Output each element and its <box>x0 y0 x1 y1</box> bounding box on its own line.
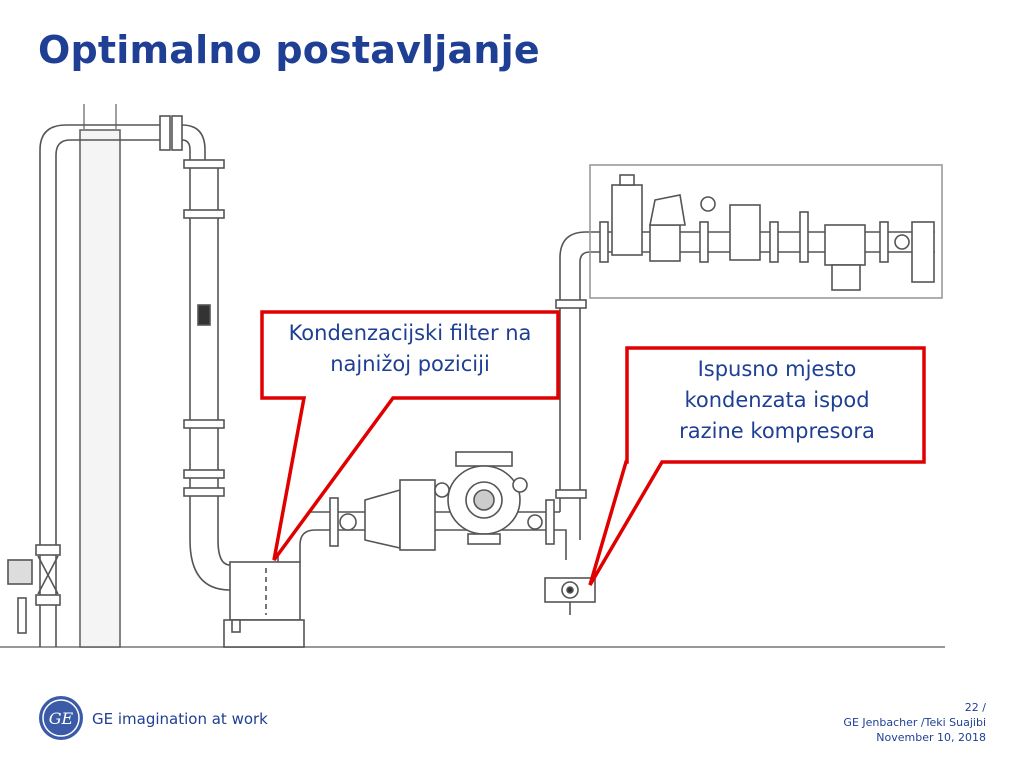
tagline: GE imagination at work <box>92 710 268 728</box>
callout-drain-line-3: razine kompresora <box>679 419 875 443</box>
footer-date: November 10, 2018 <box>876 731 986 744</box>
drain-valve <box>544 577 596 615</box>
drop-pipe <box>183 159 231 591</box>
callout-filter-box <box>260 310 560 562</box>
gas-train <box>589 164 943 299</box>
callout-drain-box <box>588 346 926 586</box>
right-riser-pipe <box>555 231 600 560</box>
callout-drain-text: Ispusno mjesto kondenzata ispod razine k… <box>630 354 924 447</box>
ge-logo-text: GE <box>49 709 74 728</box>
callout-drain-line-1: Ispusno mjesto <box>697 357 857 381</box>
slide-title: Optimalno postavljanje <box>38 28 540 72</box>
left-valve <box>7 544 61 634</box>
footer-author: GE Jenbacher /Teki Suajibi <box>843 716 986 729</box>
callout-filter-text: Kondenzacijski filter na najnižoj pozici… <box>262 318 558 380</box>
callout-filter-line-1: Kondenzacijski filter na <box>288 321 532 345</box>
page-number: 22 / <box>964 701 986 714</box>
left-vertical-pipe <box>39 115 206 647</box>
condensation-filter <box>223 561 305 648</box>
callout-drain-line-2: kondenzata ispod <box>684 388 870 412</box>
ge-logo-icon: GE <box>38 695 84 741</box>
slide-footer: 22 / GE Jenbacher /Teki Suajibi November… <box>726 700 986 745</box>
compressor <box>447 451 555 545</box>
piping-diagram <box>0 95 1024 665</box>
brick-wall <box>79 104 121 648</box>
callout-filter-line-2: najnižoj poziciji <box>330 352 490 376</box>
